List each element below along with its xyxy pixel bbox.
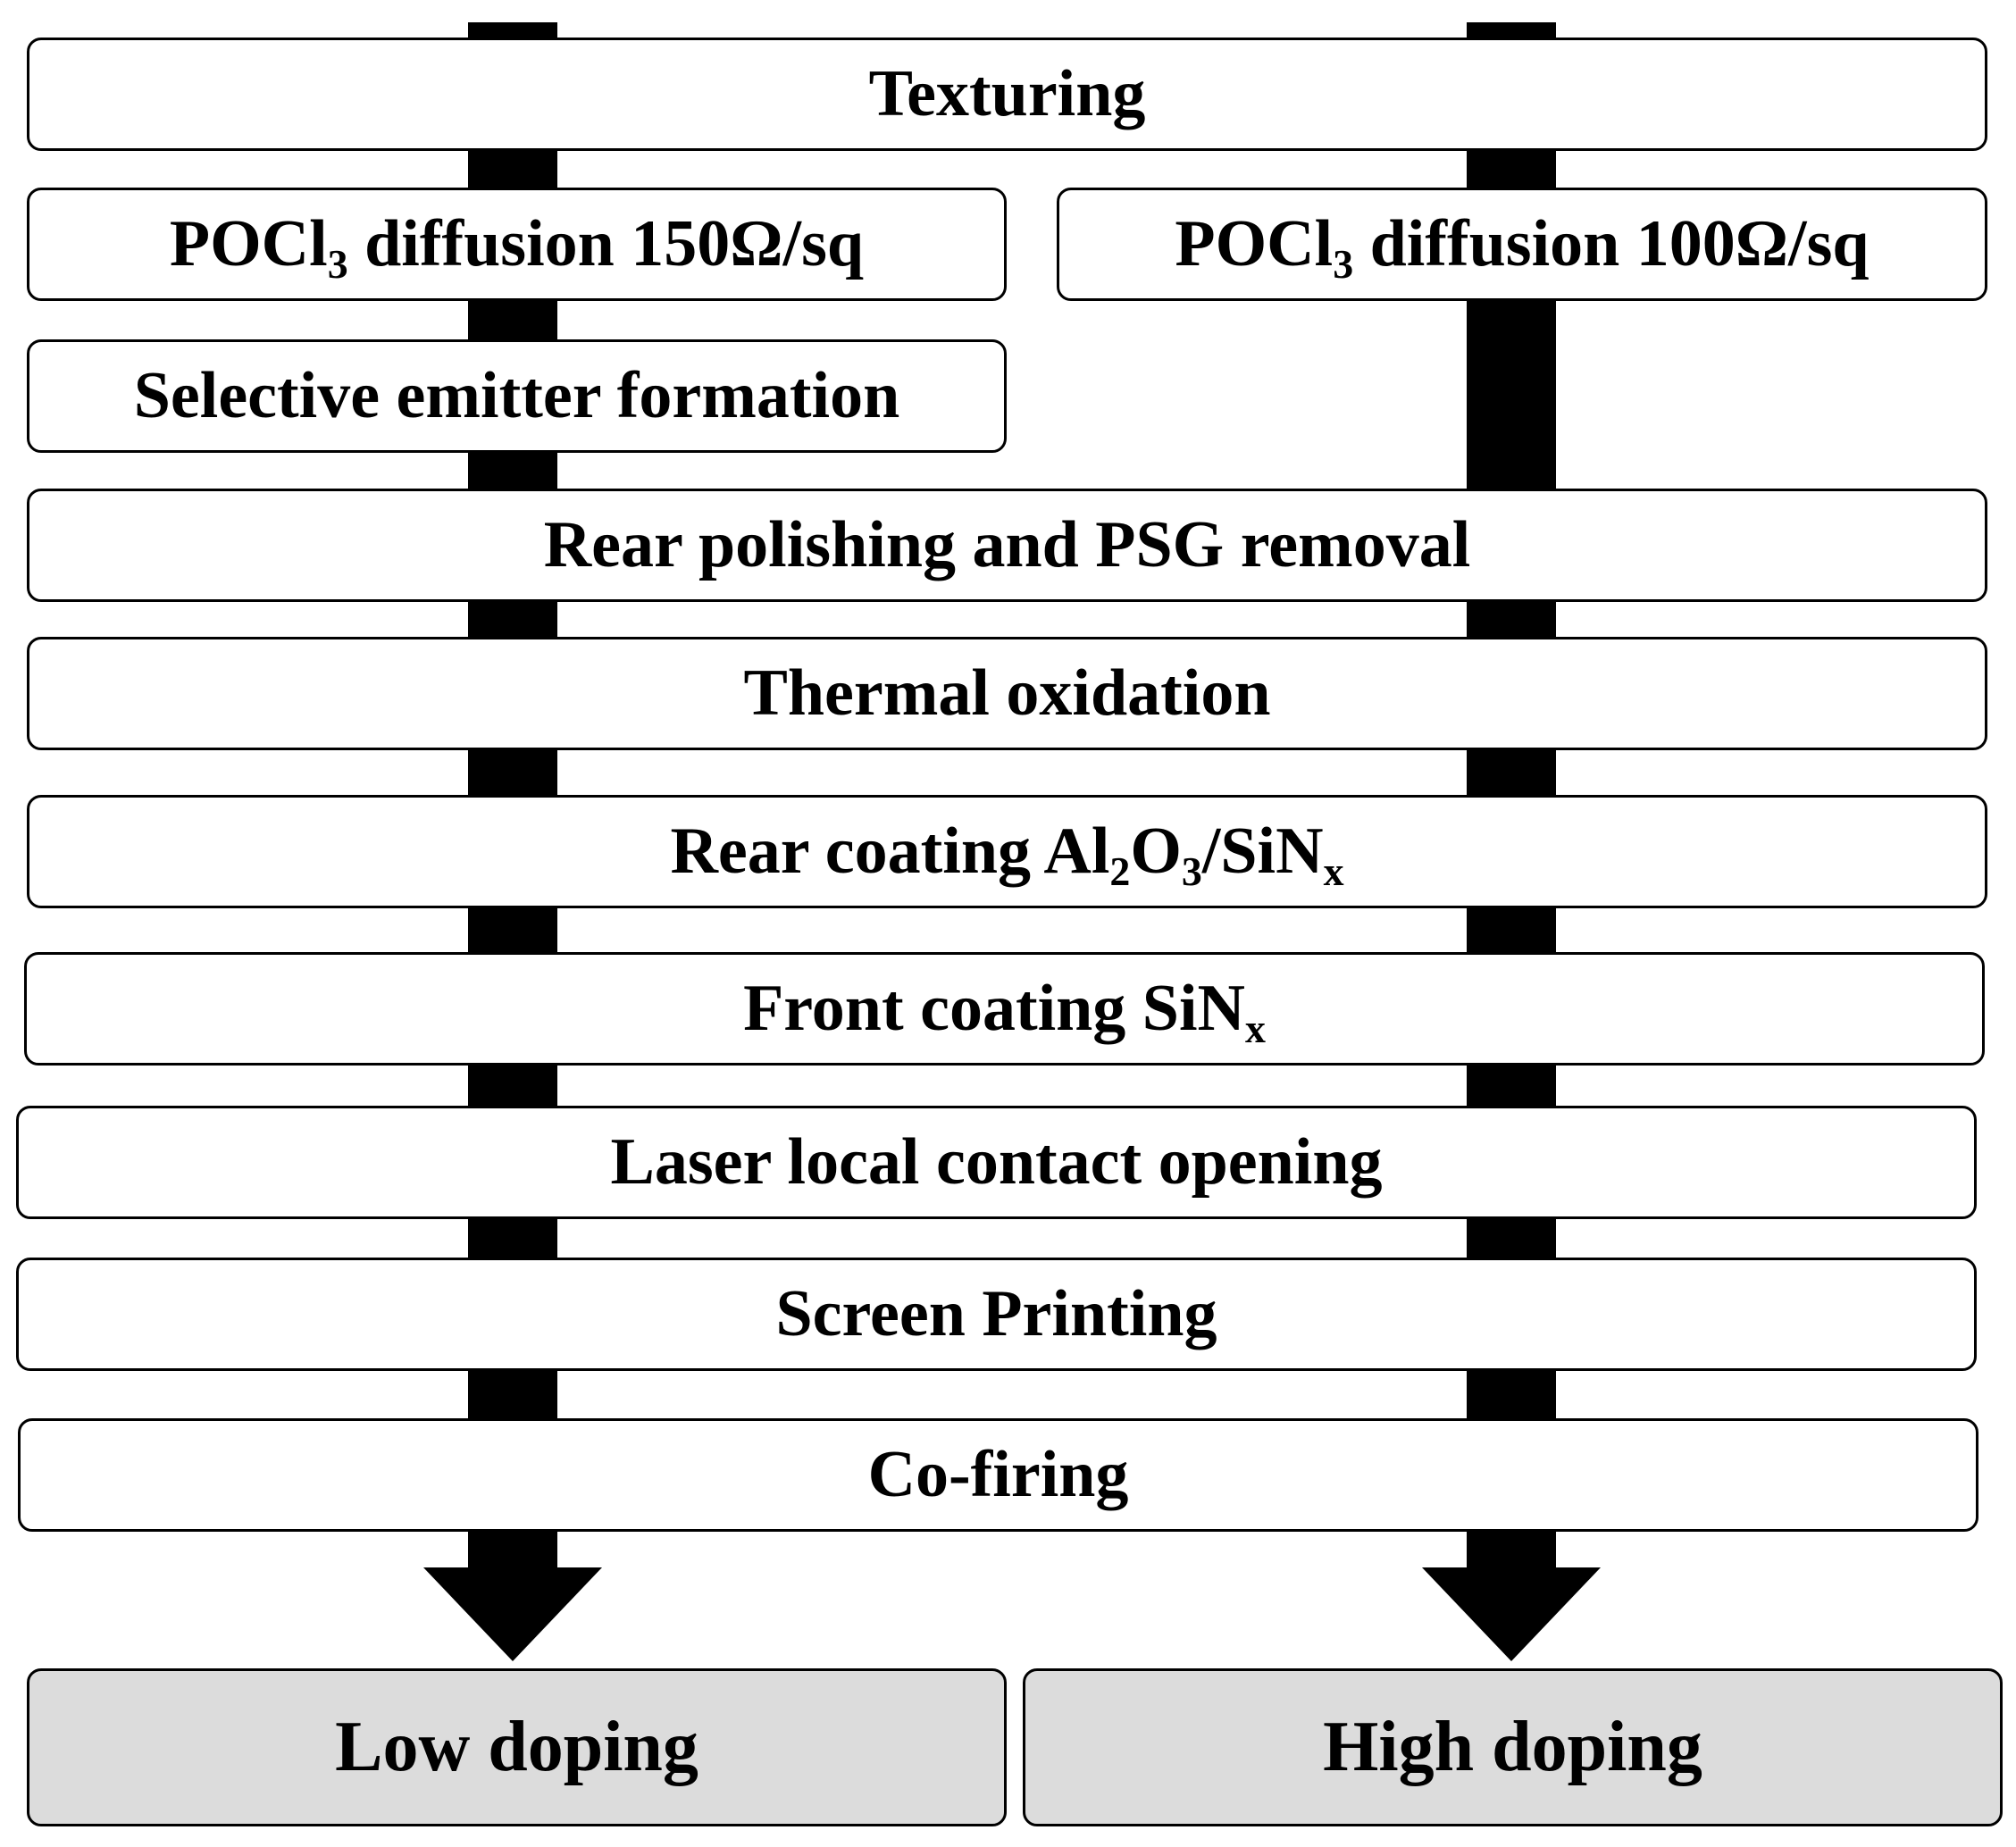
step-laser-opening: Laser local contact opening [16,1106,1977,1219]
step-front-coating-label: Front coating SiNx [743,972,1266,1051]
step-thermal-oxidation: Thermal oxidation [27,637,1987,750]
step-co-firing: Co-firing [18,1418,1978,1532]
step-screen-printing: Screen Printing [16,1258,1977,1371]
left-arrow-head [423,1567,602,1661]
step-rear-polishing: Rear polishing and PSG removal [27,489,1987,602]
step-front-coating: Front coating SiNx [24,952,1985,1066]
step-texturing: Texturing [27,38,1987,151]
step-rear-coating: Rear coating Al2O3/SiNx [27,795,1987,908]
step-diffusion-high: POCl3 diffusion 100Ω/sq [1057,188,1987,301]
step-diffusion-low-label: POCl3 diffusion 150Ω/sq [169,207,865,287]
step-thermal-oxidation-label: Thermal oxidation [743,656,1271,730]
step-co-firing-label: Co-firing [867,1438,1129,1511]
result-high-doping: High doping [1023,1668,2003,1826]
step-laser-opening-label: Laser local contact opening [610,1125,1383,1199]
step-diffusion-low: POCl3 diffusion 150Ω/sq [27,188,1007,301]
result-low-doping-label: Low doping [335,1708,698,1786]
result-high-doping-label: High doping [1323,1708,1702,1786]
step-rear-polishing-label: Rear polishing and PSG removal [543,508,1471,581]
step-rear-coating-label: Rear coating Al2O3/SiNx [670,815,1344,894]
step-screen-printing-label: Screen Printing [775,1277,1217,1350]
result-low-doping: Low doping [27,1668,1007,1826]
step-selective-emitter: Selective emitter formation [27,339,1007,453]
step-texturing-label: Texturing [868,57,1146,130]
right-arrow-head [1422,1567,1601,1661]
step-diffusion-high-label: POCl3 diffusion 100Ω/sq [1175,207,1870,287]
step-selective-emitter-label: Selective emitter formation [133,359,900,432]
